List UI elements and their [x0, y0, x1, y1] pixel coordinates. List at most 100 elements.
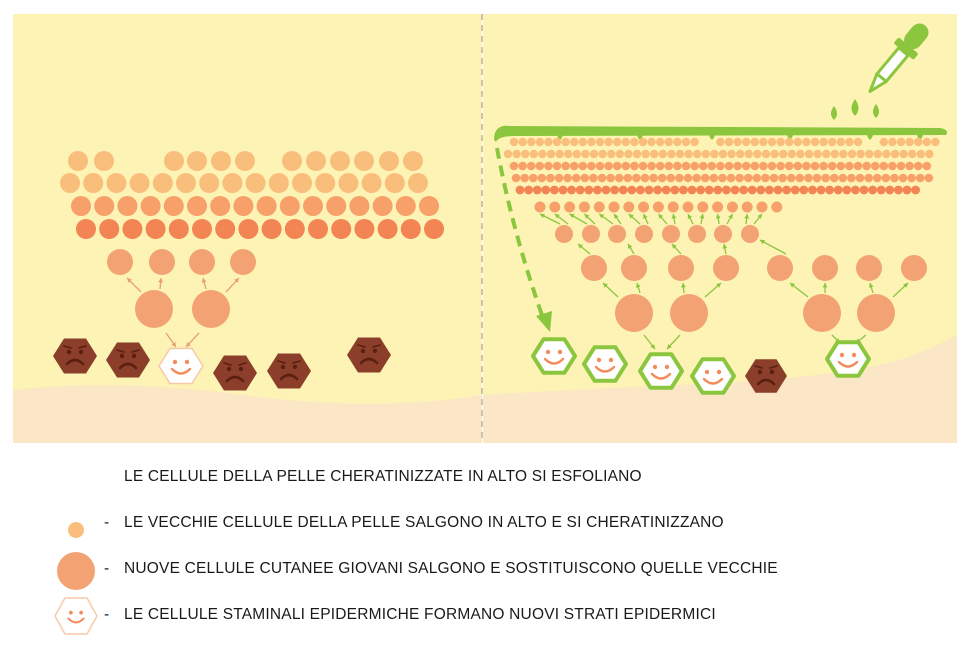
happy-face-hexagon-icon [825, 340, 871, 378]
skin-regeneration-illustration [13, 14, 957, 443]
old-cell [773, 185, 783, 195]
old-cell [836, 137, 845, 147]
growth-arrow [892, 282, 909, 298]
old-cell [558, 185, 568, 195]
old-cell [640, 173, 650, 183]
old-cell [595, 161, 605, 171]
old-cell [894, 185, 903, 195]
old-cell [238, 219, 259, 239]
old-cell [210, 196, 231, 216]
growth-arrow [635, 282, 641, 294]
old-cell [604, 161, 613, 171]
old-cell [690, 137, 699, 147]
old-cell [624, 149, 633, 159]
old-cell [650, 149, 659, 159]
old-cell [750, 137, 759, 147]
old-cell [756, 185, 766, 195]
old-cell [769, 173, 779, 183]
old-cell [908, 149, 917, 159]
old-cell [830, 149, 839, 159]
old-cell [804, 149, 814, 159]
old-cell [888, 161, 897, 171]
young-cell [593, 201, 605, 213]
old-cell [786, 173, 796, 183]
old-cell [584, 185, 594, 195]
old-cell [282, 151, 302, 171]
old-cell [741, 161, 751, 171]
old-cell [303, 196, 323, 216]
growth-arrow [715, 213, 721, 225]
growth-arrow [201, 277, 207, 290]
old-cell [761, 173, 770, 183]
old-cell [739, 185, 748, 195]
old-cell [372, 196, 393, 216]
old-cell [819, 161, 828, 171]
growth-arrow [868, 282, 874, 294]
new-cell [901, 255, 927, 281]
young-cell [712, 201, 724, 213]
growth-arrow [726, 213, 733, 225]
happy-face-hexagon-icon [638, 352, 684, 390]
young-cell [741, 201, 753, 213]
growth-arrow [627, 243, 635, 255]
old-cell [71, 196, 91, 216]
old-cell [106, 173, 127, 193]
old-cell [604, 137, 613, 147]
old-cell [60, 173, 80, 193]
old-cell [845, 137, 854, 147]
old-cell [354, 151, 374, 171]
old-cell [851, 185, 860, 195]
old-cell [924, 173, 934, 183]
old-cell [710, 149, 719, 159]
old-cell [716, 137, 725, 147]
young-cell [534, 201, 546, 213]
old-cell [795, 173, 805, 183]
old-cell [306, 151, 326, 171]
old-cell [855, 173, 865, 183]
old-cell [607, 149, 616, 159]
new-cell [192, 290, 230, 328]
legend-dash: - [104, 514, 110, 531]
old-cell [233, 196, 254, 216]
old-cell [379, 151, 399, 171]
old-cell [535, 137, 544, 147]
old-cell [785, 137, 794, 147]
young-cell [564, 201, 576, 213]
old-cell [733, 161, 742, 171]
old-cell [765, 185, 774, 195]
old-cell [563, 173, 572, 183]
old-cell [163, 196, 184, 216]
old-cell [268, 173, 289, 193]
old-cell [544, 137, 553, 147]
old-cell [907, 173, 916, 183]
old-cell [914, 137, 923, 147]
old-cell [808, 185, 817, 195]
old-cell [899, 149, 908, 159]
old-cell [552, 137, 562, 147]
growth-arrow [628, 213, 641, 225]
old-cell [354, 219, 375, 239]
left-stem-cells [53, 337, 391, 391]
happy-face-hexagon-icon [582, 345, 628, 383]
old-cell [718, 173, 727, 183]
old-cell [595, 137, 605, 147]
old-cell [747, 185, 757, 195]
old-cell [308, 219, 328, 239]
old-cell [812, 173, 822, 183]
old-cell [511, 173, 521, 183]
old-cell [68, 151, 88, 171]
old-cell [704, 185, 714, 195]
old-cell [338, 173, 359, 193]
old-cell [778, 173, 787, 183]
new-cell [713, 255, 739, 281]
old-cell [885, 185, 895, 195]
legend-dash: - [104, 606, 110, 623]
old-cell [713, 185, 723, 195]
old-cell [790, 185, 800, 195]
old-cell [377, 219, 398, 239]
old-cell [727, 149, 736, 159]
old-cell [696, 185, 705, 195]
sad-face-hexagon-icon [267, 353, 311, 389]
growth-arrow [225, 277, 240, 293]
old-cell [572, 149, 581, 159]
